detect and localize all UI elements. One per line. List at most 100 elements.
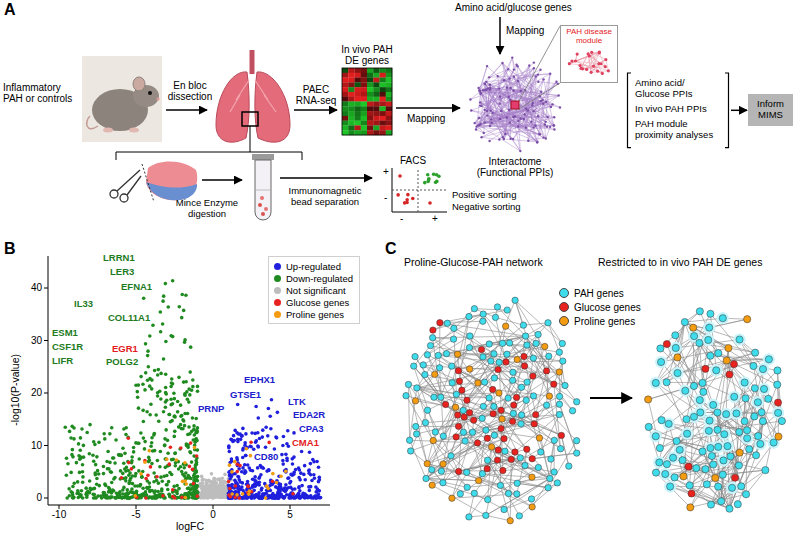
- lung-illustration: [250, 50, 255, 74]
- data-point: [161, 322, 165, 326]
- heat-cell: [373, 78, 379, 83]
- data-point: [167, 492, 171, 496]
- data-point: [93, 443, 97, 447]
- data-point: [311, 496, 315, 500]
- hairball-node: [485, 88, 487, 90]
- data-point: [170, 458, 174, 462]
- data-point: [149, 465, 153, 469]
- hairball-edge: [482, 137, 500, 139]
- heat-cell: [367, 92, 373, 97]
- data-point: [258, 475, 262, 479]
- heat-cell: [348, 111, 354, 116]
- data-point: [268, 414, 272, 418]
- data-point: [196, 495, 200, 499]
- data-point: [243, 443, 247, 447]
- data-point: [175, 458, 179, 462]
- data-point: [78, 448, 82, 452]
- data-point: [146, 474, 150, 478]
- hairball-node: [470, 109, 472, 111]
- data-point: [304, 495, 308, 499]
- hairball-node: [557, 94, 559, 96]
- data-point: [228, 450, 232, 454]
- data-point: [100, 496, 104, 500]
- heat-cell: [367, 78, 373, 83]
- data-point: [138, 484, 142, 488]
- data-point: [153, 449, 157, 453]
- hairball-edge: [490, 85, 510, 100]
- hairball-node: [532, 102, 534, 104]
- heat-cell: [380, 106, 386, 111]
- data-point: [78, 471, 82, 475]
- hairball-node: [490, 122, 492, 124]
- heat-cell: [380, 116, 386, 121]
- data-point: [177, 305, 181, 309]
- data-point: [167, 480, 171, 484]
- data-point: [192, 487, 196, 491]
- data-point: [78, 457, 82, 461]
- data-point: [148, 384, 152, 388]
- data-point: [161, 494, 165, 498]
- hairball-node: [517, 80, 519, 82]
- data-point: [132, 450, 136, 454]
- facs-dot: [435, 180, 439, 184]
- data-point: [103, 437, 107, 441]
- hairball-node: [539, 133, 541, 135]
- heat-cell: [342, 130, 348, 135]
- data-point: [186, 487, 190, 491]
- hairball-node: [469, 98, 471, 100]
- data-point: [145, 493, 149, 497]
- data-point: [183, 479, 187, 483]
- heat-cell: [373, 130, 379, 135]
- data-point: [171, 402, 175, 406]
- data-point: [128, 479, 132, 483]
- data-point: [177, 376, 181, 380]
- hairball-node: [490, 110, 492, 112]
- data-point: [194, 462, 198, 466]
- data-point: [103, 491, 107, 495]
- data-point: [70, 453, 74, 457]
- data-point: [142, 436, 146, 440]
- data-point: [148, 495, 152, 499]
- hairball-node: [489, 88, 491, 90]
- hairball-node: [473, 122, 475, 124]
- hairball-edge: [470, 75, 538, 100]
- hairball-node: [508, 77, 510, 79]
- heat-cell: [355, 102, 361, 107]
- data-point: [317, 492, 321, 496]
- data-point: [279, 474, 283, 478]
- data-point: [313, 476, 317, 480]
- data-point: [164, 340, 168, 344]
- hairball-node: [530, 121, 532, 123]
- data-point: [122, 461, 126, 465]
- heat-cell: [380, 111, 386, 116]
- data-point: [150, 462, 154, 466]
- data-point: [162, 294, 166, 298]
- data-point: [312, 473, 316, 477]
- data-point: [63, 425, 67, 429]
- hairball-node: [527, 140, 529, 142]
- zoom-line: [519, 83, 560, 109]
- hairball-edge: [493, 113, 521, 151]
- hairball-node: [478, 117, 480, 119]
- interactome-hairball: [469, 26, 561, 152]
- heat-cell: [348, 106, 354, 111]
- data-point: [271, 492, 275, 496]
- data-point: [156, 394, 160, 398]
- hairball-node: [484, 109, 486, 111]
- data-point: [227, 487, 231, 491]
- data-point: [82, 455, 86, 459]
- hairball-edge: [486, 82, 513, 117]
- data-point: [110, 426, 114, 430]
- heat-cell: [355, 116, 361, 121]
- hairball-node: [480, 136, 482, 138]
- heat-cell: [386, 121, 392, 126]
- heat-cell: [386, 102, 392, 107]
- hairball-node: [479, 101, 481, 103]
- tick-mark: [213, 505, 214, 509]
- hairball-edge: [477, 96, 540, 127]
- hairball-edge: [490, 84, 558, 126]
- heat-cell: [380, 102, 386, 107]
- data-point: [192, 424, 196, 428]
- data-point: [291, 462, 295, 466]
- heat-cell: [380, 68, 386, 73]
